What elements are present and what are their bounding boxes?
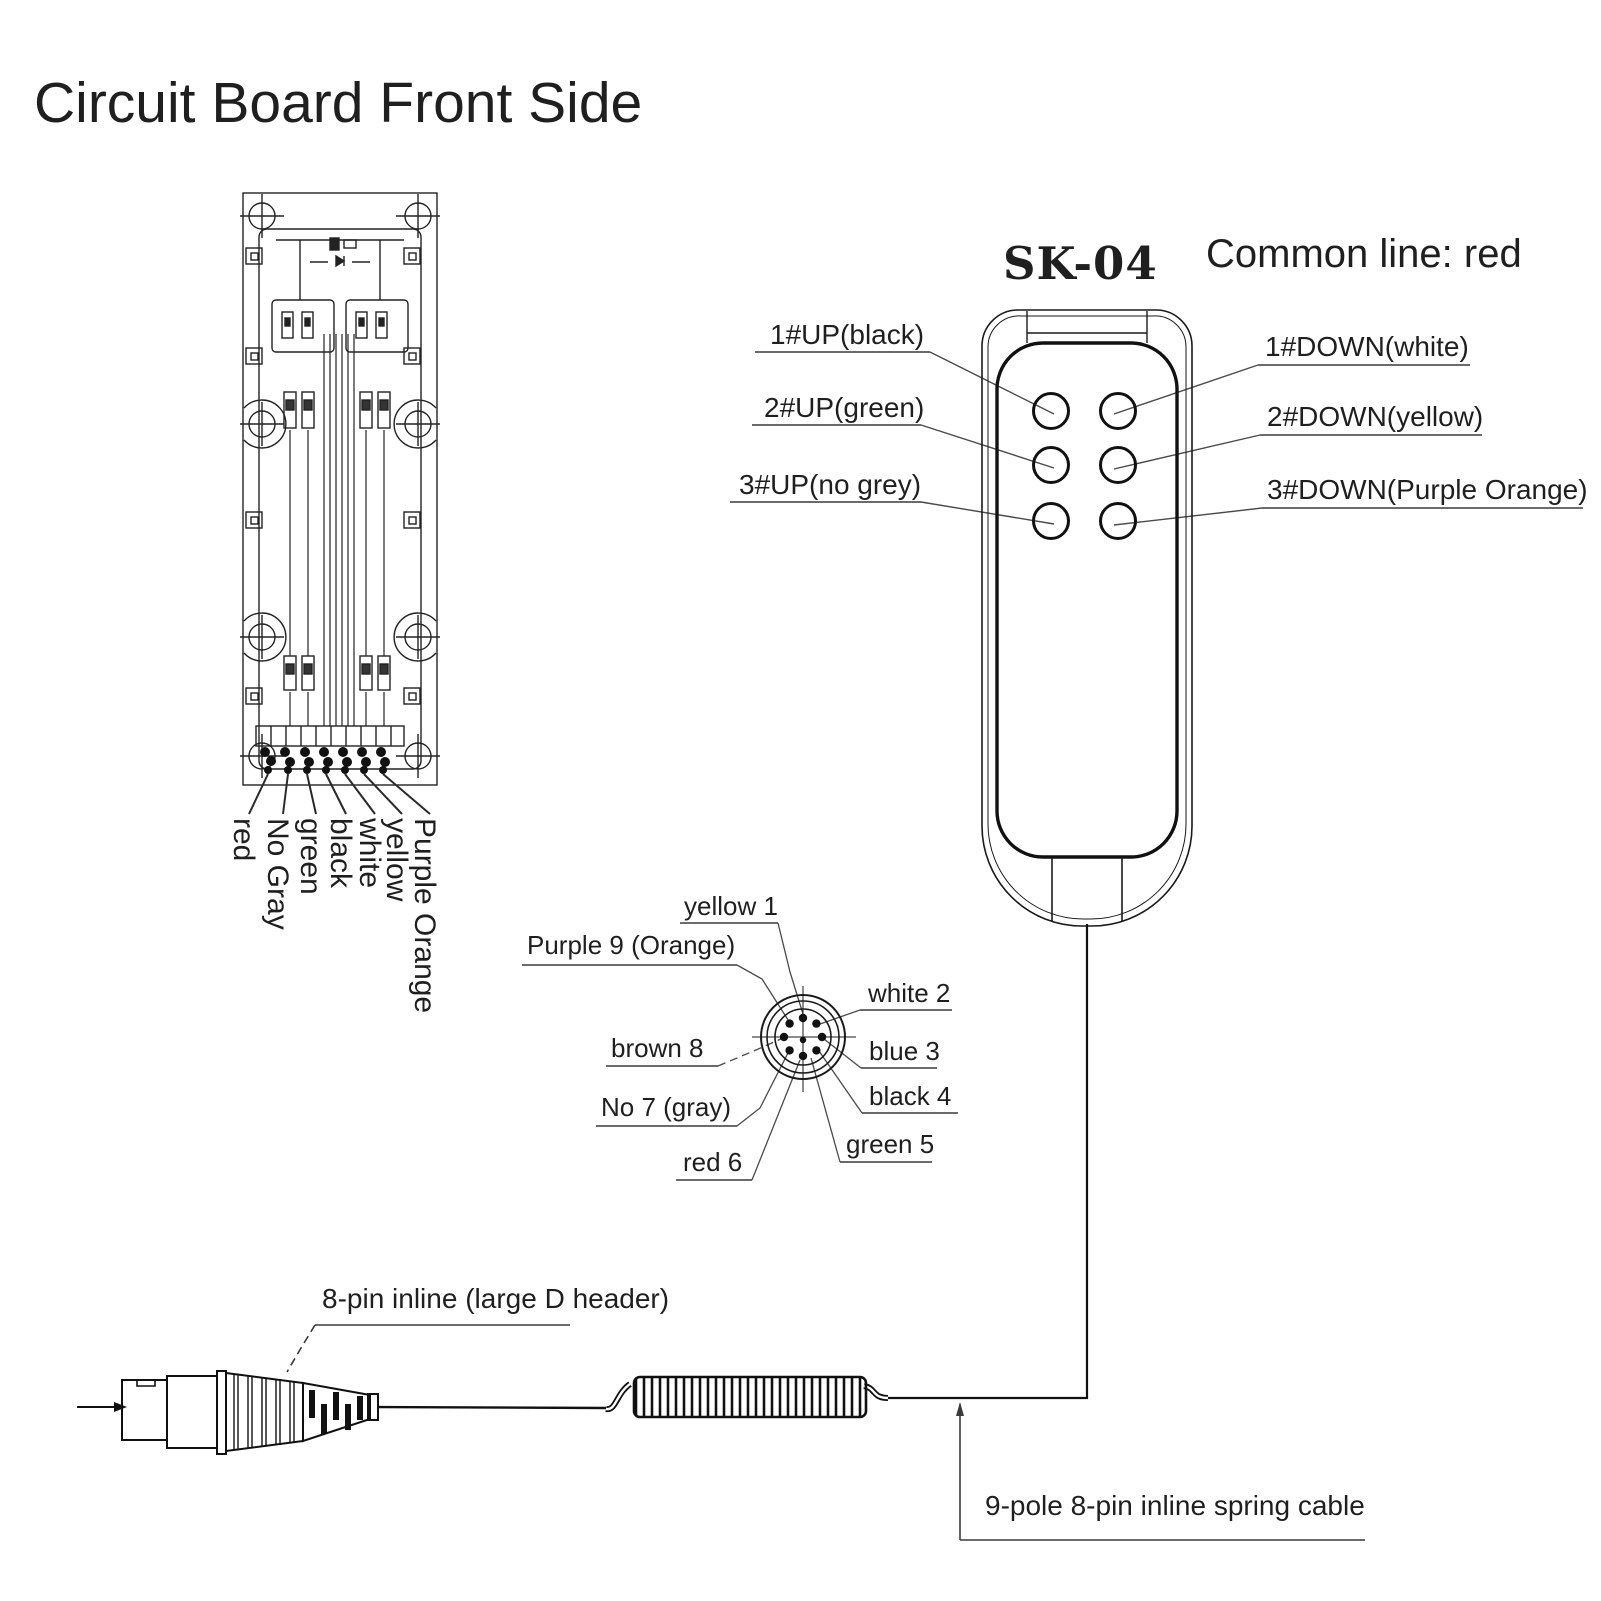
pinout-underlines <box>522 922 958 1181</box>
remote-callout-underlines <box>730 351 1583 509</box>
pcb-components <box>283 391 391 691</box>
callout-3-up: 3#UP(no grey) <box>739 469 922 500</box>
plug-callout-label: 8-pin inline (large D header) <box>322 1283 670 1314</box>
remote-button-3-down <box>1099 502 1137 540</box>
wire-label-green: green <box>294 818 327 895</box>
remote-button-1-up <box>1032 392 1070 430</box>
plug-callout <box>286 1324 570 1373</box>
common-line-label: Common line: red <box>1206 232 1522 276</box>
remote-button-1-down <box>1099 392 1137 430</box>
pin-label-red-6: red 6 <box>683 1147 743 1177</box>
page-title: Circuit Board Front Side <box>34 71 643 135</box>
callout-1-up: 1#UP(black) <box>770 319 925 350</box>
cable-wire-right <box>888 924 1089 1400</box>
remote-button-3-up <box>1032 502 1070 540</box>
pin-label-yellow-1: yellow 1 <box>684 891 778 921</box>
spring-coil <box>632 1375 868 1419</box>
cable-wire-left <box>377 1405 607 1410</box>
pcb-traces <box>289 334 385 726</box>
remote-callout-leaders <box>920 351 1263 526</box>
remote-body-inner-outline <box>987 315 1187 920</box>
remote-model-label: SK-04 <box>1003 237 1158 290</box>
pin-label-brown-8: brown 8 <box>611 1033 704 1063</box>
spring-cable-callout-label: 9-pole 8-pin inline spring cable <box>985 1490 1365 1521</box>
remote-button-2-up <box>1032 446 1070 484</box>
pcb-wire-leader-lines <box>248 773 431 815</box>
plug-drawing <box>121 1370 379 1455</box>
remote-bottom-tab <box>1051 857 1123 922</box>
pin-label-green-5: green 5 <box>846 1129 935 1159</box>
remote-top-tab <box>1026 311 1148 343</box>
callout-3-down: 3#DOWN(Purple Orange) <box>1267 474 1588 505</box>
pcb-led-cluster <box>276 237 404 300</box>
pin-label-no-7: No 7 (gray) <box>601 1092 732 1122</box>
pinout-pins <box>779 1013 827 1061</box>
pcb-mount-holes <box>240 194 440 778</box>
insert-arrow-icon <box>77 1402 127 1412</box>
remote-face-plate <box>995 341 1179 859</box>
spring-callout <box>956 1402 1365 1541</box>
pin-label-purple-9: Purple 9 (Orange) <box>527 930 736 960</box>
pin-label-black-4: black 4 <box>869 1081 952 1111</box>
remote-drawing <box>730 309 1583 927</box>
callout-2-down: 2#DOWN(yellow) <box>1267 401 1484 432</box>
cable-drawing <box>77 924 1365 1541</box>
pin-label-white-2: white 2 <box>868 978 951 1008</box>
wire-label-black: black <box>324 818 357 889</box>
wire-label-no-gray: No Gray <box>261 818 294 930</box>
pin-label-blue-3: blue 3 <box>869 1036 940 1066</box>
pcb-drawing <box>240 192 440 815</box>
callout-2-up: 2#UP(green) <box>764 392 925 423</box>
remote-body-outline <box>981 309 1193 927</box>
pcb-wire-connector <box>255 725 405 774</box>
wire-label-purple-orange: Purple Orange <box>408 818 441 1014</box>
remote-button-2-down <box>1099 446 1137 484</box>
pinout-drawing <box>522 922 958 1181</box>
wire-label-yellow: yellow <box>380 818 413 902</box>
pcb-edge-pads <box>245 247 421 705</box>
callout-1-down: 1#DOWN(white) <box>1265 331 1469 362</box>
pcb-button-pads <box>271 299 409 353</box>
wire-label-red: red <box>227 818 260 862</box>
